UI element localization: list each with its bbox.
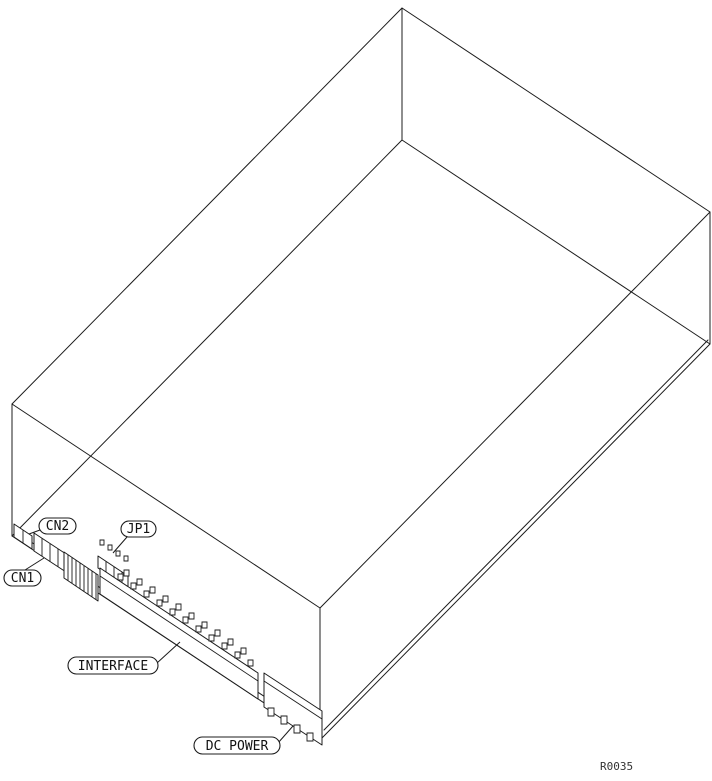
callout-cn2: CN2: [28, 517, 77, 535]
dc-power-leader-line: [277, 725, 294, 744]
interface-pins-lower-row: [117, 573, 254, 667]
connector-cn1: [33, 532, 67, 573]
interface-pins-upper-row: [123, 569, 247, 655]
interface-leader-line: [156, 641, 181, 664]
connector-dc-power: [263, 672, 323, 746]
cn1-leader-line: [24, 557, 45, 571]
interface-body: [99, 567, 259, 700]
interface-label: INTERFACE: [78, 659, 148, 674]
callout-interface: INTERFACE: [67, 641, 181, 675]
callout-dc-power: DC POWER: [193, 725, 294, 755]
dc-power-pins: [267, 707, 314, 742]
cn1-label: CN1: [11, 571, 34, 586]
cn1-label-box: [3, 569, 42, 587]
top-face-outline: [11, 7, 711, 609]
component-pin-block: [63, 551, 99, 602]
interface-inner-line: [99, 575, 259, 682]
cn1-pin-dividers: [41, 538, 59, 567]
cn2-label: CN2: [46, 519, 69, 534]
vertical-edges: [11, 7, 711, 741]
jp1-label: JP1: [127, 522, 150, 537]
cn2-leader-line: [28, 529, 41, 535]
jp1-leader-line: [112, 536, 128, 554]
jp1-label-box: [120, 520, 157, 538]
pin-block-hatching: [67, 555, 97, 600]
dc-power-inner-line: [263, 680, 323, 720]
connector-cn2: [13, 523, 33, 550]
pin-block-body: [63, 551, 99, 602]
reference-number: R0035: [600, 760, 633, 773]
dc-power-label-box: [193, 736, 281, 755]
cn2-label-box: [38, 517, 77, 535]
dc-power-label: DC POWER: [206, 739, 269, 754]
connector-interface: [99, 567, 259, 700]
enclosure-wireframe: [11, 7, 711, 741]
callout-cn1: CN1: [3, 557, 45, 587]
chassis-rim-front-right: [323, 339, 709, 731]
jp1-pins: [99, 539, 129, 562]
bottom-face-outline: [11, 139, 711, 741]
callout-jp1: JP1: [112, 520, 157, 554]
interface-label-box: [67, 656, 159, 675]
